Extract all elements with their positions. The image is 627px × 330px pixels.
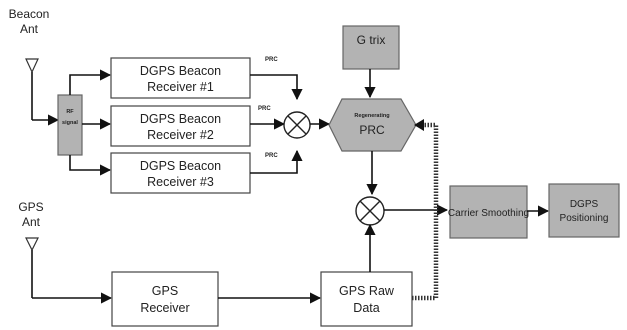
- receiver-3-line-1: DGPS Beacon: [140, 159, 221, 173]
- rf-label: RF: [66, 109, 74, 115]
- prc-label-3: PRC: [265, 153, 278, 159]
- gtrix-block: G trix: [342, 25, 400, 70]
- beacon-ant-label-2: Ant: [20, 22, 39, 36]
- rf-signal-block: RF signal: [57, 94, 83, 156]
- receiver-2-line-2: Receiver #2: [147, 128, 214, 142]
- feedback-path: [412, 119, 439, 301]
- dgps-positioning-block: DGPS Positioning: [548, 183, 620, 238]
- receiver-2-line-1: DGPS Beacon: [140, 112, 221, 126]
- carrier-smoothing-block: Carrier Smoothing: [448, 185, 529, 239]
- receiver-1-line-2: Receiver #1: [147, 80, 214, 94]
- signal-label: signal: [62, 120, 78, 126]
- gps-ant-label-1: GPS: [18, 200, 43, 214]
- gtrix-label: G trix: [357, 33, 386, 47]
- gps-receiver-line-1: GPS: [152, 284, 178, 298]
- combiner-2-icon: [355, 196, 385, 226]
- gps-antenna-icon: [25, 237, 39, 298]
- dgps-pos-line-2: Positioning: [560, 213, 609, 224]
- gps-raw-line-1: GPS Raw: [339, 284, 395, 298]
- regenerating-prc-block: Regenerating PRC: [328, 98, 417, 152]
- gps-receiver-block: GPS Receiver: [111, 271, 219, 327]
- receiver-1-line-1: DGPS Beacon: [140, 64, 221, 78]
- dgps-beacon-receiver-1: DGPS Beacon Receiver #1: [110, 57, 251, 99]
- gps-raw-data-block: GPS Raw Data: [320, 271, 413, 327]
- gps-raw-line-2: Data: [353, 301, 379, 315]
- prc-big-label: PRC: [359, 123, 385, 137]
- dgps-beacon-receiver-2: DGPS Beacon Receiver #2: [110, 105, 251, 147]
- regenerating-label: Regenerating: [354, 113, 389, 119]
- dgps-pos-line-1: DGPS: [570, 199, 599, 210]
- combiner-1-icon: [283, 111, 311, 139]
- gps-receiver-line-2: Receiver: [140, 301, 189, 315]
- beacon-antenna-icon: [25, 58, 39, 120]
- prc-label-1: PRC: [265, 57, 278, 63]
- prc-label-2: PRC: [258, 106, 271, 112]
- receiver-3-line-2: Receiver #3: [147, 175, 214, 189]
- gps-ant-label-2: Ant: [22, 215, 41, 229]
- beacon-ant-label-1: Beacon: [9, 7, 50, 21]
- carrier-label: Carrier Smoothing: [448, 208, 529, 219]
- dgps-beacon-receiver-3: DGPS Beacon Receiver #3: [110, 152, 251, 194]
